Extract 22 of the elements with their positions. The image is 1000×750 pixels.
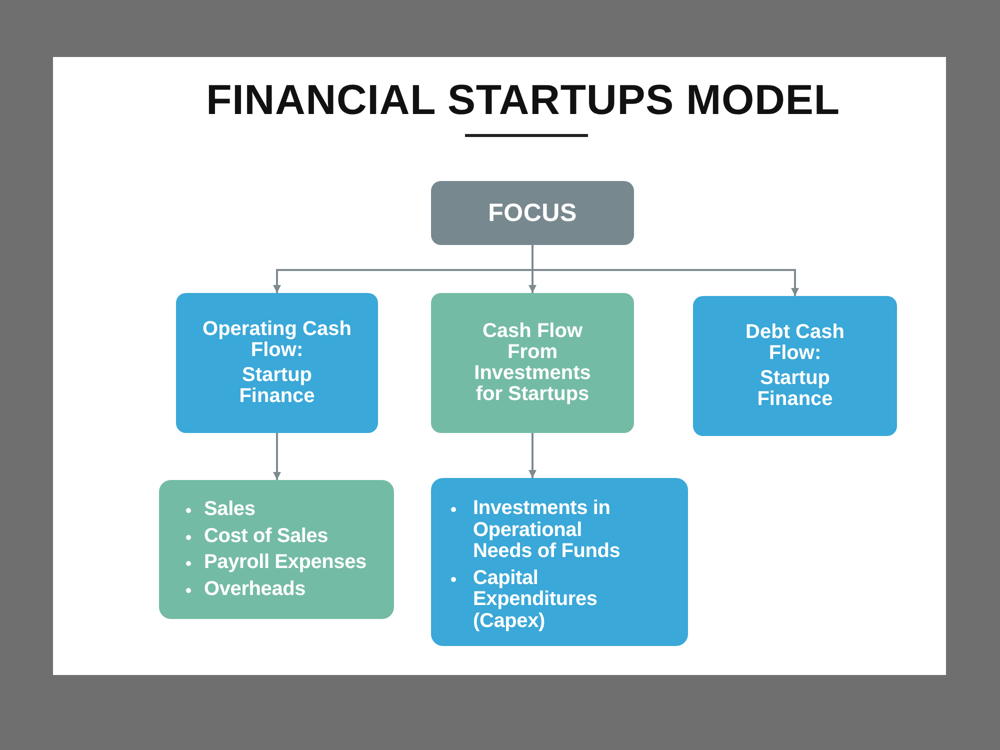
category-box xyxy=(176,293,378,433)
box-label: Startup Finance xyxy=(756,368,834,410)
list-item: Sales xyxy=(204,499,256,520)
box-label: FOCUS xyxy=(488,200,577,226)
box-label: Cash Flow From Investments for Startups xyxy=(473,321,592,405)
box-label: Operating Cash Flow: xyxy=(202,319,352,361)
list-item: Capital Expenditures (Capex) xyxy=(473,568,598,632)
category-box xyxy=(693,296,897,436)
category-box xyxy=(431,293,634,433)
list-item: Investments in Operational Needs of Funds xyxy=(473,498,622,562)
list-box xyxy=(159,480,394,619)
connector-arrow xyxy=(273,433,281,480)
connector-arrow xyxy=(532,245,799,296)
box-label: Startup Finance xyxy=(238,365,316,407)
list-item: Cost of Sales xyxy=(204,526,328,547)
list-box xyxy=(431,478,688,646)
diagram-title: FINANCIAL STARTUPS MODEL xyxy=(205,77,841,123)
root-box xyxy=(431,181,634,245)
box-label: Debt Cash Flow: xyxy=(744,322,846,364)
list-item: Overheads xyxy=(204,578,306,600)
list-item: Payroll Expenses xyxy=(204,552,366,574)
connector-arrow xyxy=(528,433,536,478)
